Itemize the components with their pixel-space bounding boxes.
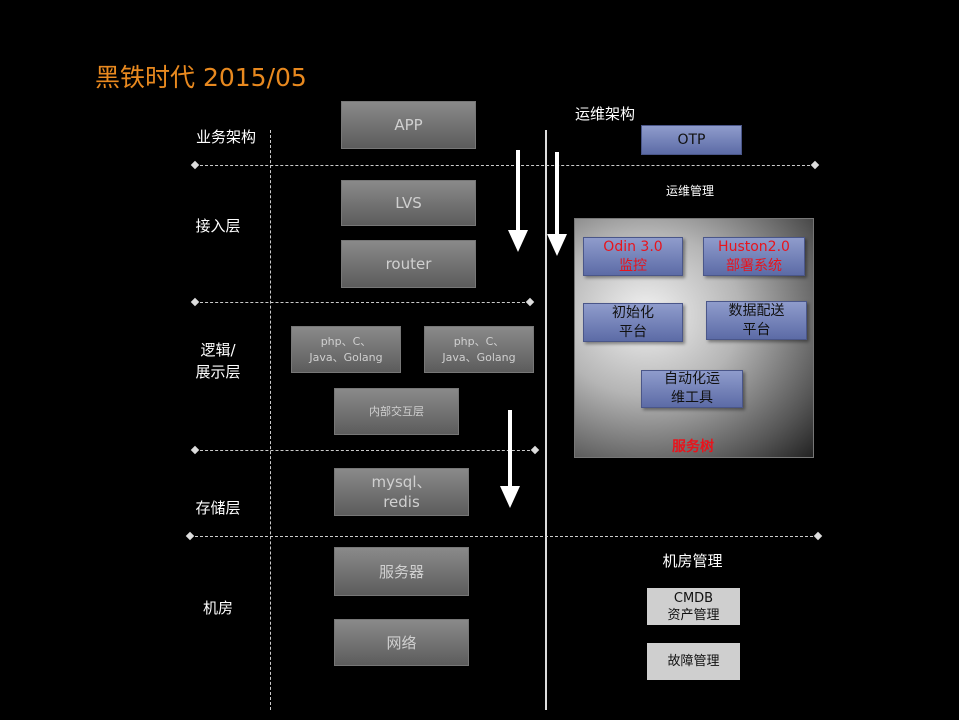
vertical-divider-solid [545,130,547,710]
box-label: 自动化运 [664,371,720,387]
box-label: redis [383,493,420,511]
box-label: php、C、 [453,334,505,348]
label-datacenter: 机房 [202,599,233,617]
box-label: Huston2.0 [718,238,790,255]
box-label: 网络 [386,633,417,652]
box-label: php、C、 [320,334,372,348]
layer-separator [195,450,535,451]
box-label: 初始化 [612,304,654,321]
box-fault-mgmt: 故障管理 [647,643,740,680]
box-label: mysql、 [371,473,432,491]
box-network: 网络 [334,619,469,666]
box-internal-layer: 内部交互层 [334,388,459,435]
box-label: 资产管理 [667,607,720,623]
ops-mgmt-label: 运维管理 [665,184,714,198]
box-php-2: php、C、 Java、Golang [424,326,534,373]
box-otp: OTP [641,125,742,155]
box-automation-tools: 自动化运维工具 [641,370,743,408]
box-label: APP [394,116,423,134]
box-label: 故障管理 [667,654,720,669]
layer-separator [190,536,818,537]
box-huston: Huston2.0 部署系统 [703,237,805,276]
box-php-1: php、C、 Java、Golang [291,326,401,373]
box-label: OTP [677,131,706,148]
box-router: router [341,240,476,288]
layer-separator [195,302,530,303]
label-access: 接入层 [195,217,241,235]
box-label: 部署系统 [725,257,782,274]
dc-mgmt-label: 机房管理 [662,552,723,570]
label-display: 展示层 [195,363,241,381]
box-label: 服务器 [378,562,424,581]
box-data-distribution: 数据配送平台 [706,301,807,340]
box-label: 数据配送 [728,302,785,319]
vertical-divider-dashed [270,130,271,710]
box-server: 服务器 [334,547,469,596]
layer-separator [195,165,815,166]
box-odin: Odin 3.0 监控 [583,237,683,276]
box-lvs: LVS [341,180,476,226]
box-label: 维工具 [671,390,713,406]
box-label: 监控 [618,257,647,274]
box-label: Odin 3.0 [603,238,663,255]
ops-heading: 运维架构 [574,105,635,123]
label-logic: 逻辑/ [200,341,236,359]
label-storage: 存储层 [195,499,241,517]
down-arrow-icon [500,410,520,508]
box-label: Java、Golang [309,350,383,364]
service-tree-label: 服务树 [672,439,714,455]
down-arrow-icon [547,152,567,256]
box-label: router [385,255,432,273]
slide-title: 黑铁时代 2015/05 [95,63,307,92]
box-label: 平台 [742,321,771,338]
box-label: LVS [395,194,422,212]
box-label: 平台 [619,323,647,340]
box-label: CMDB [673,590,714,606]
box-mysql-redis: mysql、 redis [334,468,469,516]
label-business: 业务架构 [195,128,256,146]
box-init-platform: 初始化平台 [583,303,683,342]
box-app: APP [341,101,476,149]
down-arrow-icon [508,150,528,252]
box-label: Java、Golang [442,350,516,364]
box-label: 内部交互层 [369,404,424,418]
